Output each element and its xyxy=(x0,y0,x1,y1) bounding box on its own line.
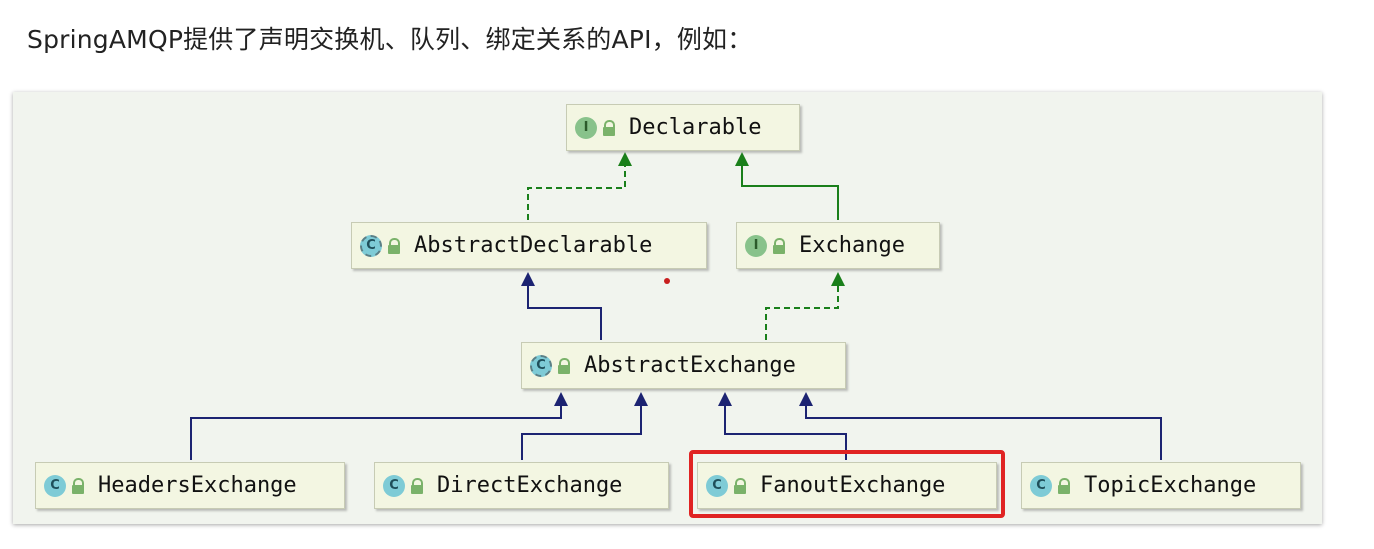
public-lock-icon xyxy=(72,477,84,494)
arrowhead-declarable-left xyxy=(618,152,632,166)
node-label: AbstractDeclarable xyxy=(414,233,653,258)
node-label: Declarable xyxy=(629,115,762,140)
node-direct-exchange[interactable]: C DirectExchange xyxy=(374,462,669,509)
class-icon: C xyxy=(1030,474,1052,497)
interface-icon: I xyxy=(745,234,767,257)
arrowhead-headers xyxy=(554,392,568,406)
public-lock-icon xyxy=(388,237,400,254)
node-label: DirectExchange xyxy=(437,473,623,498)
class-icon: C xyxy=(44,474,66,497)
connector-fanout-abstractexchange xyxy=(724,404,847,460)
connector-abstractexchange-abstractdeclarable xyxy=(527,284,602,340)
arrowhead-direct xyxy=(634,392,648,406)
node-label: FanoutExchange xyxy=(760,473,946,498)
abstract-class-icon: C xyxy=(360,234,382,257)
node-fanout-exchange[interactable]: C FanoutExchange xyxy=(697,462,997,509)
node-abstract-declarable[interactable]: C AbstractDeclarable xyxy=(351,222,707,269)
arrowhead-abstractdeclarable xyxy=(521,272,535,286)
connector-headers-abstractexchange xyxy=(190,404,562,460)
public-lock-icon xyxy=(773,237,785,254)
interface-icon: I xyxy=(575,116,597,139)
connector-abstractdeclarable-declarable xyxy=(527,164,626,220)
connector-direct-abstractexchange xyxy=(521,404,642,460)
node-headers-exchange[interactable]: C HeadersExchange xyxy=(35,462,345,509)
public-lock-icon xyxy=(1058,477,1070,494)
node-label: HeadersExchange xyxy=(98,473,297,498)
abstract-class-icon: C xyxy=(530,354,552,377)
node-label: TopicExchange xyxy=(1084,473,1257,498)
public-lock-icon xyxy=(603,119,615,136)
node-exchange[interactable]: I Exchange xyxy=(736,222,940,269)
arrowhead-exchange xyxy=(831,272,845,286)
class-hierarchy-diagram xyxy=(13,92,1322,524)
class-icon: C xyxy=(383,474,405,497)
class-icon: C xyxy=(706,474,728,497)
arrowhead-declarable-right xyxy=(735,152,749,166)
node-label: Exchange xyxy=(799,233,905,258)
node-label: AbstractExchange xyxy=(584,353,796,378)
connector-topic-abstractexchange xyxy=(805,404,1162,460)
page-heading: SpringAMQP提供了声明交换机、队列、绑定关系的API，例如： xyxy=(27,25,753,54)
node-topic-exchange[interactable]: C TopicExchange xyxy=(1021,462,1301,509)
node-declarable[interactable]: I Declarable xyxy=(566,104,800,151)
public-lock-icon xyxy=(734,477,746,494)
connector-exchange-declarable xyxy=(741,164,839,220)
public-lock-icon xyxy=(558,357,570,374)
pointer-dot xyxy=(664,278,670,284)
node-abstract-exchange[interactable]: C AbstractExchange xyxy=(521,342,846,389)
arrowhead-fanout xyxy=(718,392,732,406)
connector-abstractexchange-exchange xyxy=(765,284,839,340)
fanout-highlight-box xyxy=(689,450,1005,518)
public-lock-icon xyxy=(411,477,423,494)
arrowhead-topic xyxy=(799,392,813,406)
